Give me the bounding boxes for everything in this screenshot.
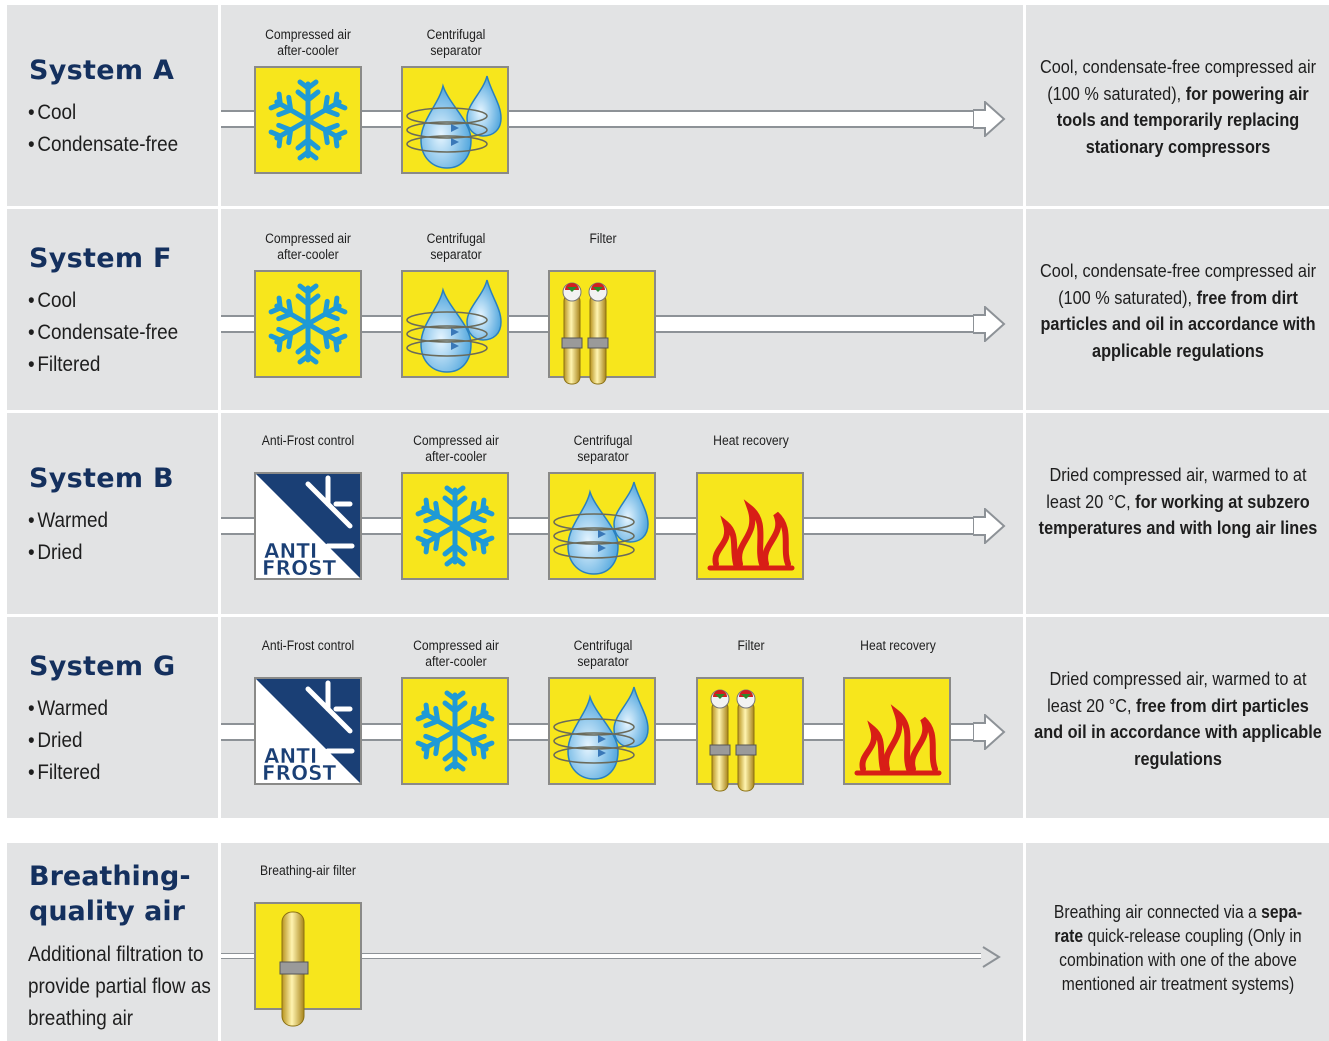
system-description: Cool, condensate-free compressed air (10… bbox=[1039, 56, 1316, 157]
feature-item: Warmed bbox=[28, 505, 108, 537]
flow-diagram-panel: Breathing-air filter bbox=[221, 843, 1023, 1041]
anti-frost-icon bbox=[256, 679, 360, 783]
component-label: Anti-Frost control bbox=[261, 638, 355, 653]
feature-item: Cool bbox=[28, 97, 178, 129]
water-drop-icon bbox=[406, 75, 502, 169]
feature-list: Warmed Dried bbox=[28, 505, 117, 569]
aftercooler-box bbox=[254, 66, 362, 174]
system-features-text: Additional filtration to provide partial… bbox=[28, 943, 211, 1030]
aftercooler-box bbox=[401, 677, 509, 785]
water-drop-icon bbox=[553, 481, 649, 575]
filter-cartridge-icon bbox=[550, 272, 654, 376]
system-g-row: System G Warmed Dried Filtered Anti-Fros… bbox=[0, 617, 1329, 818]
aftercooler-box bbox=[401, 472, 509, 580]
description-panel: Cool, condensate-free compressed air (10… bbox=[1026, 209, 1329, 410]
breathing-filter-box bbox=[254, 902, 362, 1027]
feature-list: Cool Condensate-free Filtered bbox=[28, 285, 195, 381]
feature-item: Cool bbox=[28, 285, 178, 317]
description-panel: Dried compressed air, warmed to at least… bbox=[1026, 413, 1329, 614]
breathing-filter-icon bbox=[279, 911, 309, 1027]
flow-arrow-icon bbox=[973, 101, 1006, 137]
anti-frost-box bbox=[254, 677, 362, 785]
system-name-panel: Breathing-quality air Additional filtrat… bbox=[7, 843, 218, 1041]
system-a-row: System A Cool Condensate-free Compressed… bbox=[0, 5, 1329, 206]
feature-list: Cool Condensate-free bbox=[28, 97, 195, 161]
separator-box bbox=[548, 472, 656, 580]
feature-list: Warmed Dried Filtered bbox=[28, 693, 117, 789]
component-label: Heat recovery bbox=[713, 433, 789, 448]
flame-icon bbox=[845, 679, 949, 783]
system-title: System A bbox=[29, 55, 175, 86]
separator-box bbox=[548, 677, 656, 785]
aftercooler-box bbox=[254, 270, 362, 378]
description-panel: Dried compressed air, warmed to at least… bbox=[1026, 617, 1329, 818]
component-label: Anti-Frost control bbox=[261, 433, 355, 448]
system-description: Dried compressed air, warmed to at least… bbox=[1034, 668, 1322, 769]
flow-arrow-icon bbox=[973, 306, 1006, 342]
system-name-panel: System G Warmed Dried Filtered bbox=[7, 617, 218, 818]
system-name-panel: System A Cool Condensate-free bbox=[7, 5, 218, 206]
separator-box bbox=[401, 270, 509, 378]
snowflake-icon bbox=[256, 272, 360, 376]
heat-recovery-box bbox=[696, 472, 804, 580]
heat-recovery-box bbox=[843, 677, 951, 785]
feature-item: Filtered bbox=[28, 757, 108, 789]
system-title: System F bbox=[29, 243, 172, 274]
water-drop-icon bbox=[553, 686, 649, 780]
system-name-panel: System F Cool Condensate-free Filtered bbox=[7, 209, 218, 410]
air-flow-line bbox=[221, 953, 981, 959]
system-f-row: System F Cool Condensate-free Filtered C… bbox=[0, 209, 1329, 410]
snowflake-icon bbox=[403, 679, 507, 783]
feature-item: Condensate-free bbox=[28, 317, 178, 349]
snowflake-icon bbox=[403, 474, 507, 578]
system-b-row: System B Warmed Dried Anti-Frost control… bbox=[0, 413, 1329, 614]
system-description: Cool, condensate-free compressed air (10… bbox=[1039, 260, 1316, 361]
filter-box bbox=[696, 677, 804, 785]
feature-item: Warmed bbox=[28, 693, 108, 725]
snowflake-icon bbox=[256, 68, 360, 172]
feature-item: Dried bbox=[28, 537, 108, 569]
filter-box bbox=[548, 270, 656, 378]
description-panel: Breathing air connected via a sepa-rate … bbox=[1026, 843, 1329, 1041]
flow-arrow-icon bbox=[973, 508, 1006, 544]
system-title: System G bbox=[29, 651, 176, 682]
breathing-air-row: Breathing-quality air Additional filtrat… bbox=[0, 843, 1329, 1041]
flame-icon bbox=[698, 474, 802, 578]
feature-item: Dried bbox=[28, 725, 108, 757]
system-description: Dried compressed air, warmed to at least… bbox=[1038, 464, 1318, 538]
component-label: Filter bbox=[737, 638, 765, 653]
component-label: Heat recovery bbox=[860, 638, 936, 653]
feature-item: Filtered bbox=[28, 349, 178, 381]
description-panel: Cool, condensate-free compressed air (10… bbox=[1026, 5, 1329, 206]
filter-cartridge-icon bbox=[698, 679, 802, 783]
flow-arrow-icon bbox=[973, 714, 1006, 750]
feature-item: Condensate-free bbox=[28, 129, 178, 161]
separator-box bbox=[401, 66, 509, 174]
anti-frost-icon bbox=[256, 474, 360, 578]
system-title: System B bbox=[29, 463, 174, 494]
system-description: Breathing air connected via a sepa-rate … bbox=[1053, 902, 1303, 994]
component-label: Filter bbox=[589, 231, 617, 246]
water-drop-icon bbox=[406, 279, 502, 373]
system-name-panel: System B Warmed Dried bbox=[7, 413, 218, 614]
component-label: Breathing-air filter bbox=[260, 863, 356, 878]
anti-frost-box bbox=[254, 472, 362, 580]
flow-arrow-icon bbox=[982, 946, 1001, 968]
system-title: Breathing-quality air bbox=[29, 861, 191, 927]
